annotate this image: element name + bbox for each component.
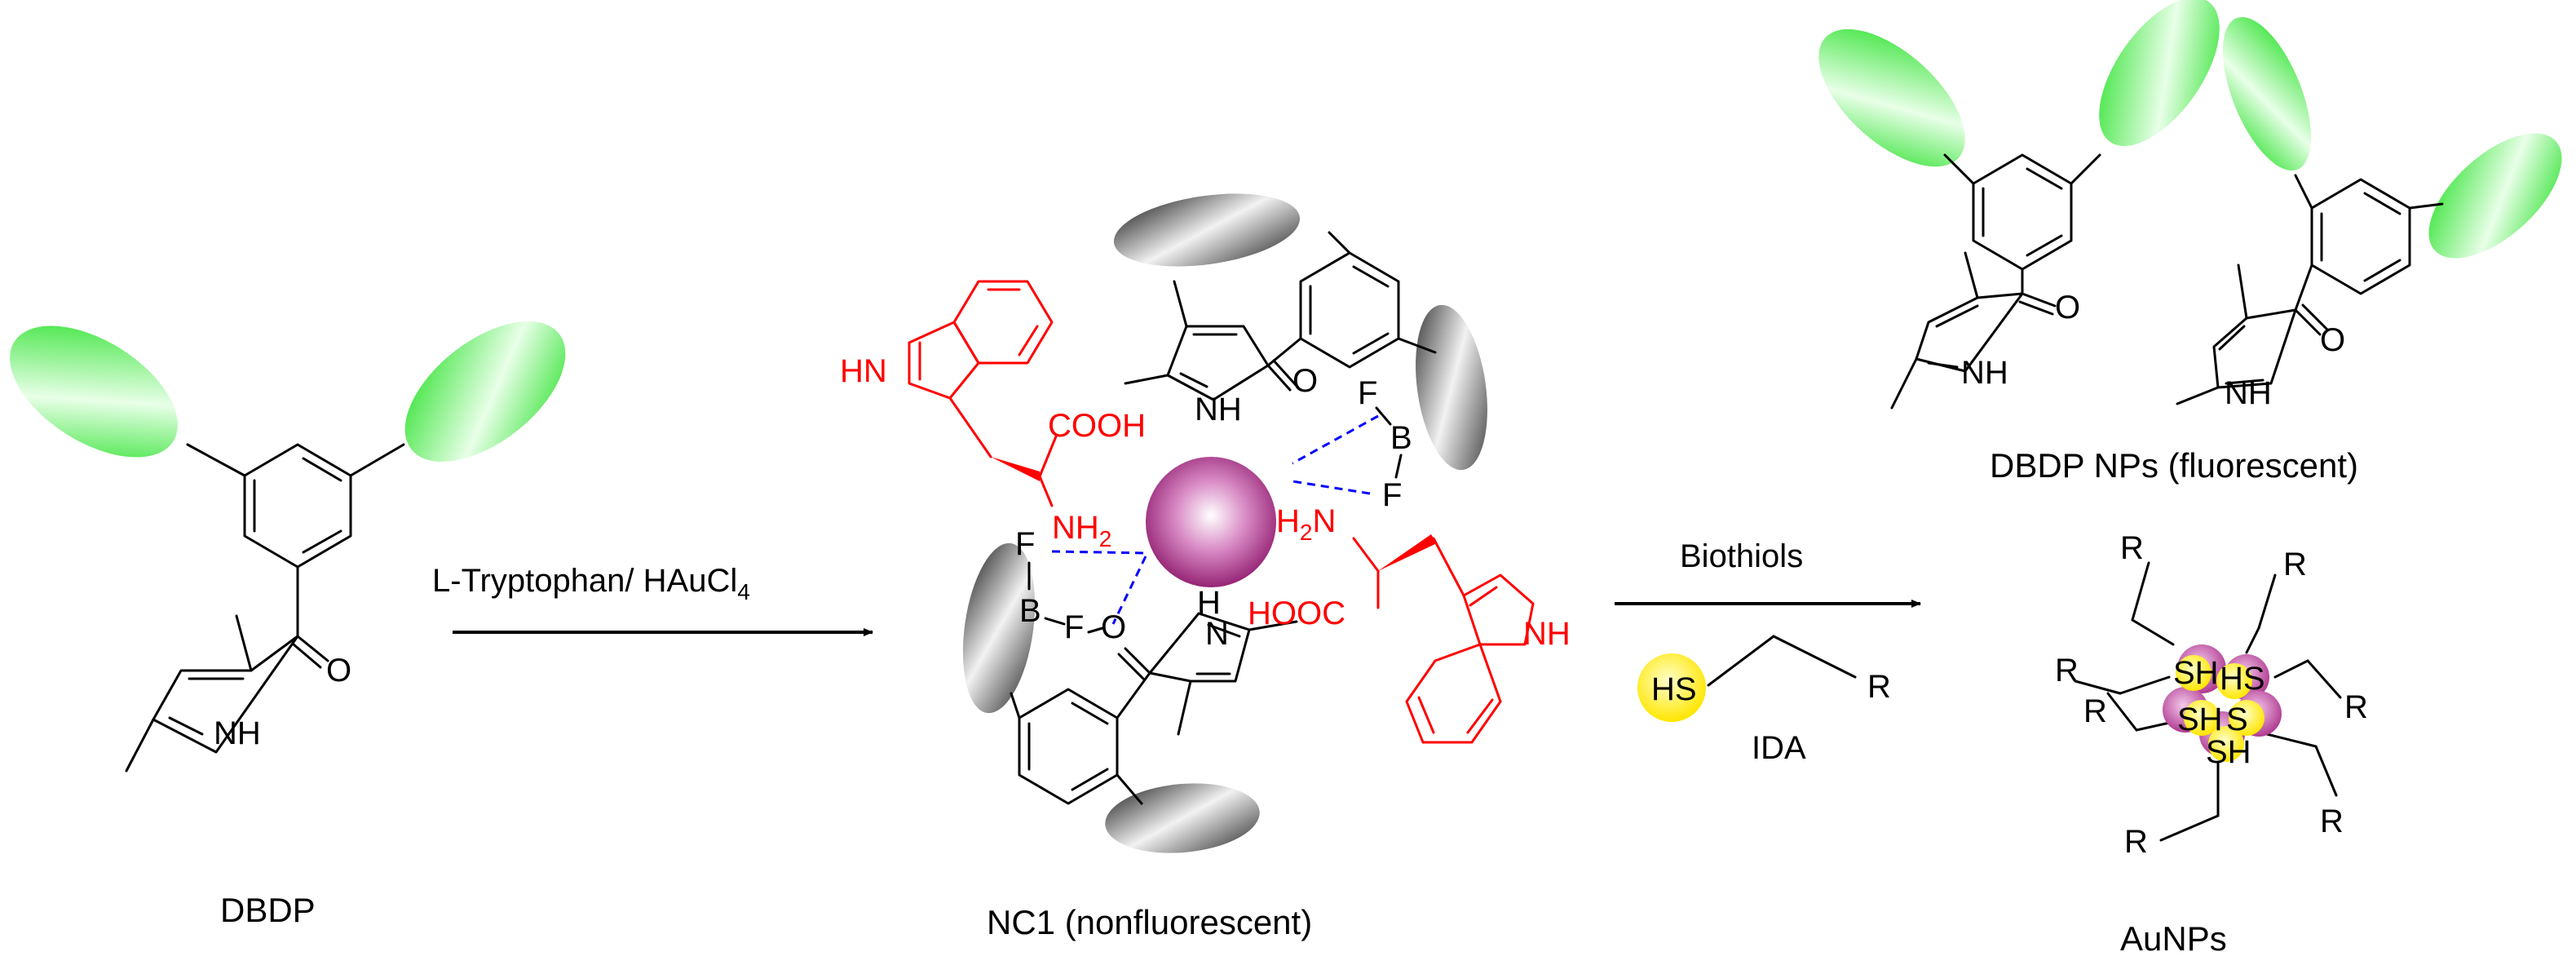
nc1-pyrrole-nh-top: NH [1195, 392, 1242, 427]
aunp-r-4: R [2344, 689, 2368, 725]
green-lobe-left [10, 325, 178, 458]
trp2-indole-nh: NH [1523, 616, 1571, 652]
gray-lobe-right [1416, 304, 1487, 471]
trp1-nh2: NH2 [1052, 510, 1111, 551]
s-sphere-1 [2176, 655, 2211, 691]
aunp-r-3: R [2055, 653, 2079, 688]
caption-nc1: NC1 (nonfluorescent) [987, 903, 1312, 941]
bf2-bottom-f1: F [1015, 526, 1035, 562]
aunp-sh-1: SH [2173, 655, 2219, 691]
s-sphere-2 [2216, 663, 2252, 699]
gray-lobe-left [962, 542, 1036, 714]
hbond-3 [1051, 550, 1147, 555]
aunp-s-1: S [2226, 702, 2248, 737]
dbdp-molecule: O NH [10, 321, 566, 773]
ida-thiol-sphere [1637, 653, 1706, 722]
hbond-1 [1292, 414, 1379, 465]
bf2-top-f2: F [1382, 477, 1402, 513]
aunp-hs-1: HS [2220, 661, 2265, 697]
np2-pyrrole-nh: NH [2225, 375, 2272, 411]
carbonyl-oxygen: O [326, 653, 351, 688]
trp2-wedge [1378, 534, 1437, 571]
np1-carbonyl-o: O [2055, 290, 2080, 325]
np2-carbonyl-o: O [2320, 322, 2345, 358]
trp2-hooc: HOOC [1248, 595, 1345, 631]
gray-lobe-top [1113, 193, 1301, 267]
caption-dbdp: DBDP [220, 891, 316, 929]
bf2-bottom-f2: F [1064, 609, 1084, 645]
nc1-pyrrole-h-bottom: H [1197, 585, 1221, 621]
trp1-indole-hn: HN [840, 353, 887, 389]
np1-green-lobe-left [1818, 29, 1965, 167]
aunp-r-1: R [2120, 530, 2144, 566]
green-lobe-right [404, 321, 566, 463]
bf2-top-b: B [1390, 420, 1412, 456]
aunp-r-7: R [2124, 824, 2148, 860]
nc1-complex: O NH F B F H N F B F [840, 193, 1571, 853]
ida-r: R [1867, 669, 1891, 705]
aunp-r-2: R [2283, 547, 2307, 582]
nc1-carbonyl-o-top: O [1292, 363, 1318, 399]
nc1-carbonyl-o-bottom: O [1101, 609, 1126, 645]
ida-hs: HS [1651, 671, 1697, 707]
hbond-4 [1111, 556, 1147, 625]
reagent-tryptophan-haucl4: L-Tryptophan/ HAuCl4 [432, 563, 750, 604]
aunp-sh-3: SH [2206, 734, 2251, 770]
aunps-cluster: R R R R R R R SH HS SH S SH [2055, 530, 2368, 860]
aunp-r-5: R [2083, 693, 2107, 729]
trp1-cooh: COOH [1048, 408, 1146, 444]
gray-lobe-bottom [1105, 783, 1260, 853]
caption-dbdp-nps: DBDP NPs (fluorescent) [1990, 446, 2358, 485]
s-sphere-5 [2208, 726, 2244, 762]
nc1-pyrrole-n-bottom: N [1205, 616, 1229, 652]
hbond-2 [1292, 480, 1371, 495]
bf2-top-f1: F [1358, 375, 1377, 411]
caption-ida: IDA [1752, 730, 1806, 766]
gold-nanocluster-core [1146, 457, 1276, 587]
np1-green-lobe-right [2099, 0, 2220, 147]
aunp-r-6: R [2320, 804, 2344, 839]
s-sphere-4 [2229, 700, 2264, 736]
np2-green-lobe-right [2428, 133, 2562, 259]
pyrrole-nh: NH [214, 715, 261, 751]
caption-aunps: AuNPs [2120, 919, 2227, 958]
dbdp-nps: O NH O NH [1818, 0, 2562, 411]
trp2-h2n: H2N [1276, 503, 1336, 545]
aunp-sh-2: SH [2177, 702, 2223, 737]
bf2-bottom-b: B [1019, 593, 1041, 629]
np2-green-lobe-left [2222, 16, 2312, 171]
np1-pyrrole-nh: NH [1961, 355, 2008, 391]
reagent-biothiols: Biothiols [1680, 538, 1803, 574]
trp1-wedge [991, 457, 1040, 481]
s-sphere-3 [2184, 700, 2220, 736]
